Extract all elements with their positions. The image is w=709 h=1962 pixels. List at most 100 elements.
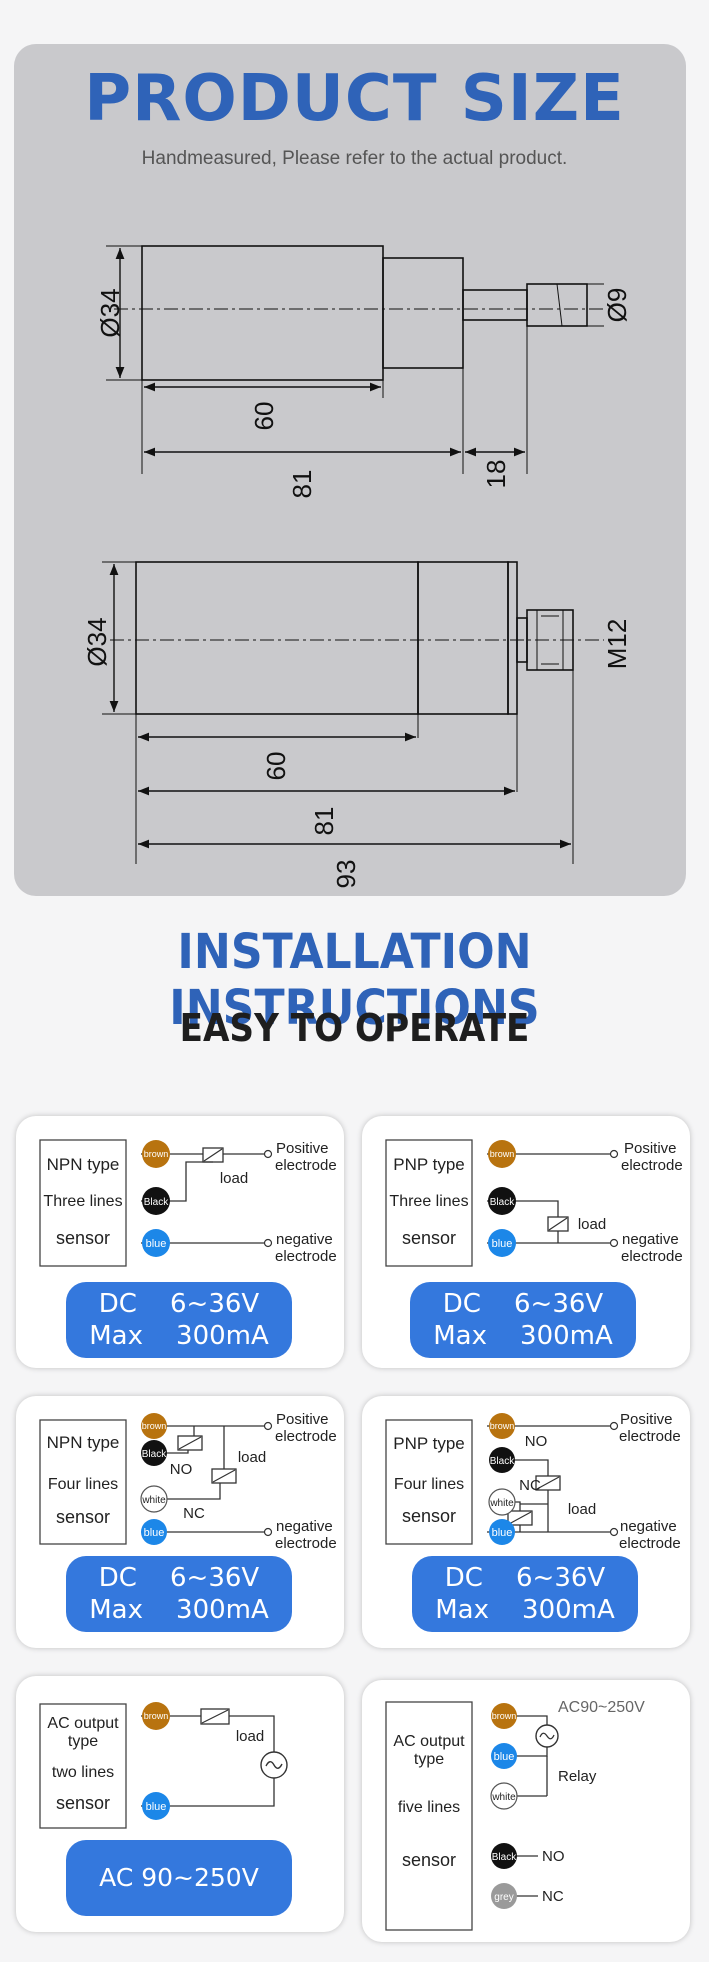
pnp4-voltage: DC 6~36V xyxy=(444,1563,606,1593)
ac2-type-label-2: type xyxy=(68,1733,98,1750)
npn4-nc-label: NC xyxy=(183,1505,205,1522)
npn3-type-label: NPN type xyxy=(47,1155,120,1174)
pnp4-negative-label: negative xyxy=(620,1518,677,1535)
npn4-no-label: NO xyxy=(170,1461,193,1478)
npn4-spec-badge: DC 6~36V Max 300mA xyxy=(66,1556,292,1632)
npn3-spec-badge: DC 6~36V Max 300mA xyxy=(66,1282,292,1358)
pnp4-current: Max 300mA xyxy=(435,1595,615,1625)
pnp4-nc-label: NC xyxy=(519,1477,541,1494)
pnp4-no-label: NO xyxy=(525,1433,548,1450)
bottom-thread-label: M12 xyxy=(602,619,632,670)
pnp3-wiring-diagram: PNP type Three lines sensor brown Black … xyxy=(385,1139,683,1267)
pnp4-black-wire: Black xyxy=(490,1456,515,1467)
npn3-load-label: load xyxy=(220,1170,248,1187)
npn4-blue-wire: blue xyxy=(144,1527,165,1539)
ac2-sensor-label: sensor xyxy=(56,1793,110,1813)
ac2-brown-wire: brown xyxy=(144,1711,169,1721)
pnp3-positive-electrode: electrode xyxy=(621,1157,683,1174)
pnp3-current: Max 300mA xyxy=(433,1321,613,1351)
npn4-type-label: NPN type xyxy=(47,1433,120,1452)
npn4-wiring-diagram: NPN type Four lines sensor brown Black w… xyxy=(39,1411,337,1552)
ac5-supply-label: AC90~250V xyxy=(558,1699,645,1716)
ac2-blue-wire: blue xyxy=(146,1801,167,1813)
ac5-black-wire: Black xyxy=(492,1852,517,1863)
ac5-lines-label: five lines xyxy=(398,1799,460,1816)
top-dim-18: 18 xyxy=(481,460,511,489)
pnp3-blue-wire: blue xyxy=(492,1238,513,1250)
npn4-black-wire: Black xyxy=(142,1449,167,1460)
ac5-nc-label: NC xyxy=(542,1888,564,1905)
pnp4-type-label: PNP type xyxy=(393,1434,465,1453)
npn4-negative-label: negative xyxy=(276,1518,333,1535)
npn3-wiring-diagram: NPN type Three lines sensor brown Black … xyxy=(39,1139,337,1267)
ac5-type-label: AC output xyxy=(393,1733,465,1750)
npn3-sensor-label: sensor xyxy=(56,1228,110,1248)
top-diameter-label: Ø34 xyxy=(95,288,125,337)
pnp3-load-label: load xyxy=(578,1216,606,1233)
ac5-white-wire: white xyxy=(491,1792,516,1803)
ac5-blue-wire: blue xyxy=(494,1751,515,1763)
npn4-current: Max 300mA xyxy=(89,1595,269,1625)
bottom-diameter-label: Ø34 xyxy=(82,617,112,666)
npn4-positive-electrode: electrode xyxy=(275,1428,337,1445)
npn3-negative-label: negative xyxy=(276,1231,333,1248)
npn3-brown-wire: brown xyxy=(144,1149,169,1159)
npn4-negative-electrode: electrode xyxy=(275,1535,337,1552)
npn4-load-label: load xyxy=(238,1449,266,1466)
ac2-load-label: load xyxy=(236,1728,264,1745)
pnp4-positive-label: Positive xyxy=(620,1411,673,1428)
pnp3-sensor-label: sensor xyxy=(402,1228,456,1248)
npn4-lines-label: Four lines xyxy=(48,1476,118,1493)
product-size-title: PRODUCT SIZE xyxy=(84,62,625,136)
pnp4-brown-wire: brown xyxy=(490,1421,515,1431)
installation-title: INSTALLATION INSTRUCTIONS xyxy=(169,924,540,1036)
card-npn-four-lines: NPN type Four lines sensor brown Black w… xyxy=(16,1396,344,1648)
pnp4-sensor-label: sensor xyxy=(402,1506,456,1526)
pnp3-negative-electrode: electrode xyxy=(621,1248,683,1265)
pnp4-spec-badge: DC 6~36V Max 300mA xyxy=(412,1556,638,1632)
card-pnp-four-lines: PNP type Four lines sensor brown Black w… xyxy=(362,1396,690,1648)
top-dim-60: 60 xyxy=(249,402,279,431)
npn3-current: Max 300mA xyxy=(89,1321,269,1351)
card-pnp-three-lines: PNP type Three lines sensor brown Black … xyxy=(362,1116,690,1368)
card-npn-three-lines: NPN type Three lines sensor brown Black … xyxy=(16,1116,344,1368)
pnp4-load-label: load xyxy=(568,1501,596,1518)
npn3-black-wire: Black xyxy=(144,1197,169,1208)
pnp3-positive-label: Positive xyxy=(624,1140,677,1157)
pnp3-black-wire: Black xyxy=(490,1197,515,1208)
bottom-dim-93: 93 xyxy=(331,860,361,889)
pnp4-blue-wire: blue xyxy=(492,1527,513,1539)
easy-to-operate-title: EASY TO OPERATE xyxy=(179,1006,530,1050)
pnp4-lines-label: Four lines xyxy=(394,1476,464,1493)
pnp4-negative-electrode: electrode xyxy=(619,1535,681,1552)
dimension-drawings: Ø34 Ø9 60 81 18 Ø34 M12 60 81 93 xyxy=(82,245,632,889)
pnp4-white-wire: white xyxy=(489,1498,514,1509)
npn4-positive-label: Positive xyxy=(276,1411,329,1428)
ac5-relay-label: Relay xyxy=(558,1768,597,1785)
pnp3-type-label: PNP type xyxy=(393,1155,465,1174)
product-size-subtitle: Handmeasured, Please refer to the actual… xyxy=(141,148,568,169)
npn3-positive-electrode: electrode xyxy=(275,1157,337,1174)
ac5-no-label: NO xyxy=(542,1848,565,1865)
bottom-dim-81: 81 xyxy=(309,807,339,836)
npn4-brown-wire: brown xyxy=(142,1421,167,1431)
pnp4-wiring-diagram: PNP type Four lines sensor brown Black w… xyxy=(385,1411,681,1552)
ac2-wiring-diagram: AC output type two lines sensor brown bl… xyxy=(39,1702,288,1829)
ac2-lines-label: two lines xyxy=(52,1764,114,1781)
npn3-voltage: DC 6~36V xyxy=(98,1289,260,1319)
npn3-negative-electrode: electrode xyxy=(275,1248,337,1265)
npn3-blue-wire: blue xyxy=(146,1238,167,1250)
top-dim-81: 81 xyxy=(287,470,317,499)
product-size-panel xyxy=(14,44,686,896)
pnp3-brown-wire: brown xyxy=(490,1149,515,1159)
card-ac-two-lines: AC output type two lines sensor brown bl… xyxy=(16,1676,344,1932)
npn4-voltage: DC 6~36V xyxy=(98,1563,260,1593)
bottom-sensor-drawing xyxy=(102,561,604,864)
card-ac-five-lines: AC output type five lines sensor brown b… xyxy=(362,1680,690,1942)
pnp3-voltage: DC 6~36V xyxy=(442,1289,604,1319)
ac5-sensor-label: sensor xyxy=(402,1850,456,1870)
ac5-brown-wire: brown xyxy=(492,1711,517,1721)
ac5-type-label-2: type xyxy=(414,1751,444,1768)
pnp3-negative-label: negative xyxy=(622,1231,679,1248)
pnp3-lines-label: Three lines xyxy=(389,1193,468,1210)
